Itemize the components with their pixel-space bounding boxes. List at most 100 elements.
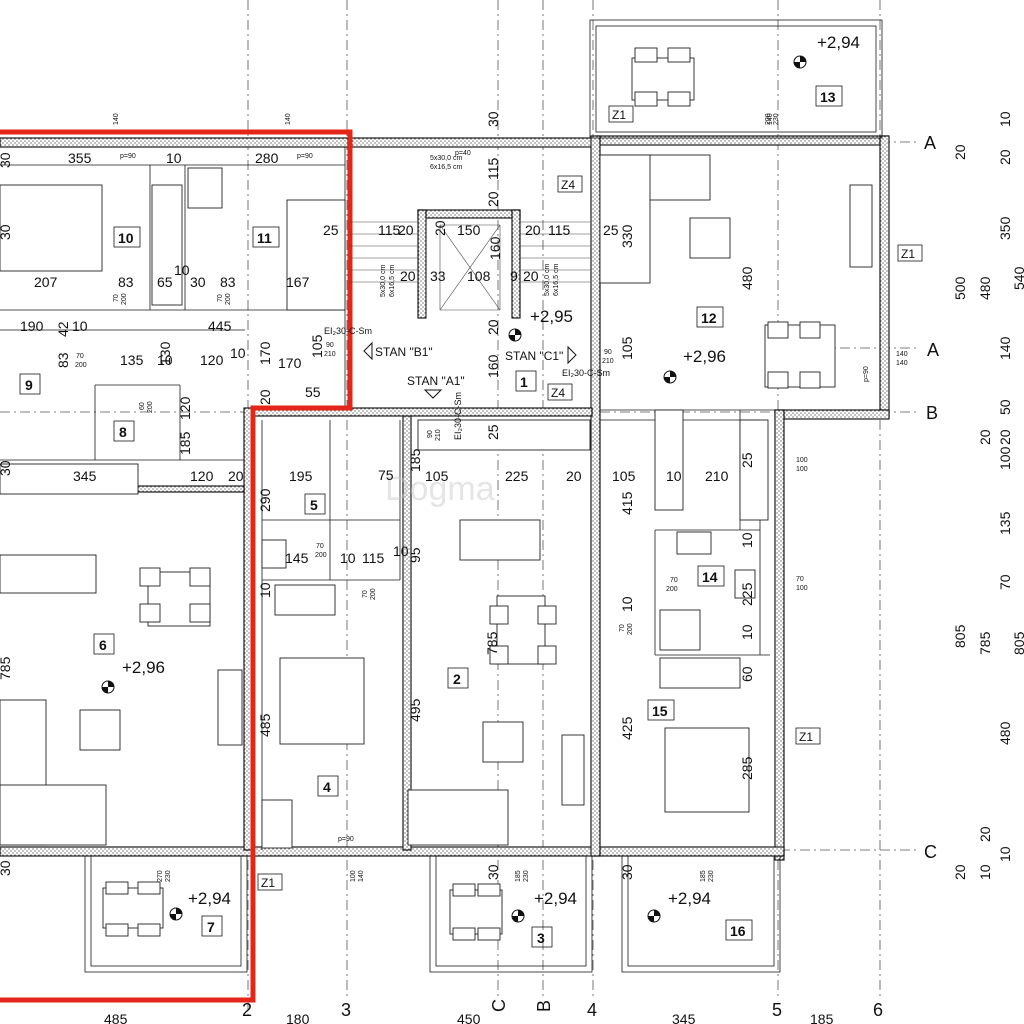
- svg-text:425: 425: [619, 716, 635, 740]
- svg-text:30: 30: [0, 460, 13, 476]
- svg-text:100: 100: [796, 457, 808, 464]
- room-number-11: 11: [257, 230, 272, 246]
- svg-text:5x30,0 cm: 5x30,0 cm: [380, 265, 387, 297]
- svg-text:25: 25: [323, 222, 339, 238]
- svg-text:p=40: p=40: [455, 150, 471, 157]
- axis-labels: A A B C 2 3 C B 4 5 6: [242, 133, 939, 1020]
- svg-text:10: 10: [997, 846, 1013, 862]
- svg-text:5x30,0 cm: 5x30,0 cm: [430, 155, 462, 162]
- svg-text:115: 115: [548, 222, 571, 238]
- svg-text:190: 190: [20, 318, 44, 334]
- level-marker-top: +2,94: [793, 33, 860, 69]
- svg-text:200: 200: [225, 293, 232, 305]
- svg-text:p=90: p=90: [120, 153, 136, 160]
- svg-text:210: 210: [602, 358, 614, 365]
- svg-text:210: 210: [705, 468, 729, 484]
- svg-text:60: 60: [739, 666, 755, 682]
- interior-walls: [0, 147, 780, 850]
- svg-text:210: 210: [324, 351, 336, 358]
- room-labels: 1 2 3 4 5 6 7 8 9 10 11 12 13 14 15 16: [19, 85, 843, 948]
- svg-text:75: 75: [378, 467, 394, 483]
- svg-text:20: 20: [485, 319, 501, 335]
- svg-text:10: 10: [997, 111, 1013, 127]
- svg-text:6x16,5 cm: 6x16,5 cm: [553, 264, 560, 296]
- svg-text:70: 70: [316, 543, 324, 550]
- svg-text:105: 105: [619, 336, 635, 360]
- svg-text:130: 130: [157, 341, 173, 365]
- svg-text:20: 20: [400, 268, 416, 284]
- svg-text:225: 225: [739, 582, 755, 606]
- svg-text:805: 805: [1011, 631, 1024, 655]
- svg-text:20: 20: [952, 144, 968, 160]
- svg-text:p=90: p=90: [863, 366, 870, 382]
- svg-text:345: 345: [672, 1011, 696, 1024]
- svg-text:105: 105: [309, 334, 325, 358]
- svg-text:805: 805: [952, 624, 968, 648]
- svg-text:200: 200: [627, 623, 634, 635]
- svg-text:Z4: Z4: [551, 386, 565, 400]
- axis-label-b: B: [926, 403, 938, 423]
- axis-label-a-top: A: [924, 133, 936, 153]
- axis-label-c: C: [924, 842, 937, 862]
- room-number-12: 12: [701, 310, 717, 326]
- svg-text:290: 290: [257, 488, 273, 512]
- svg-text:120: 120: [177, 396, 193, 420]
- svg-text:70: 70: [619, 624, 626, 632]
- svg-text:140: 140: [358, 870, 365, 882]
- svg-text:10: 10: [166, 150, 182, 166]
- svg-text:30: 30: [0, 152, 13, 168]
- level-marker-stair: +2,95: [508, 307, 573, 342]
- svg-text:42: 42: [55, 321, 71, 337]
- svg-text:90: 90: [427, 430, 434, 438]
- svg-text:33: 33: [430, 268, 446, 284]
- tag-boxes: Z4 Z4 Z1 Z1 Z1 Z1: [257, 105, 923, 891]
- svg-text:20: 20: [977, 826, 993, 842]
- apartment-label-a1: STAN "A1": [407, 374, 465, 388]
- svg-text:70: 70: [362, 590, 369, 598]
- svg-text:20: 20: [997, 149, 1013, 165]
- svg-text:185: 185: [810, 1011, 834, 1024]
- svg-text:185: 185: [177, 431, 193, 455]
- room-number-16: 16: [730, 923, 746, 939]
- svg-text:10: 10: [393, 543, 409, 559]
- svg-text:185: 185: [407, 448, 423, 472]
- svg-text:30: 30: [485, 111, 501, 127]
- svg-text:480: 480: [977, 276, 993, 300]
- svg-text:+2,94: +2,94: [534, 889, 577, 908]
- svg-text:120: 120: [200, 352, 224, 368]
- svg-text:167: 167: [286, 274, 310, 290]
- svg-text:6x16,5 cm: 6x16,5 cm: [389, 265, 396, 297]
- svg-text:50: 50: [997, 399, 1013, 415]
- svg-text:355: 355: [68, 150, 92, 166]
- room-number-9: 9: [25, 377, 33, 393]
- svg-text:200: 200: [147, 401, 154, 413]
- svg-text:20: 20: [566, 468, 582, 484]
- svg-text:70: 70: [670, 577, 678, 584]
- svg-text:350: 350: [997, 216, 1013, 240]
- svg-text:25: 25: [739, 452, 755, 468]
- svg-text:10: 10: [340, 550, 356, 566]
- svg-text:485: 485: [257, 713, 273, 737]
- svg-text:90: 90: [604, 349, 612, 356]
- svg-text:p=90: p=90: [297, 153, 313, 160]
- stair-flights: [350, 218, 590, 318]
- level-markers: +2,94 +2,95 +2,96 +2,96 +2,94 +2,94 +2,9…: [101, 33, 860, 923]
- svg-text:415: 415: [619, 491, 635, 515]
- svg-text:60: 60: [139, 402, 146, 410]
- level-marker-12: +2,96: [663, 347, 726, 384]
- svg-text:+2,94: +2,94: [817, 33, 860, 52]
- svg-text:20: 20: [432, 220, 448, 236]
- svg-text:20: 20: [228, 468, 244, 484]
- small-labels: p=90 p=90 p=40 p=90 p=90 140 140 140 70 …: [75, 113, 908, 882]
- room-number-7: 7: [207, 919, 215, 935]
- svg-text:200: 200: [315, 552, 327, 559]
- svg-text:20: 20: [485, 191, 501, 207]
- axis-label-c-bottom: C: [489, 999, 509, 1012]
- svg-text:p=90: p=90: [338, 836, 354, 843]
- svg-text:108: 108: [467, 268, 491, 284]
- svg-text:115: 115: [362, 550, 385, 566]
- svg-text:345: 345: [73, 468, 97, 484]
- axis-label-5: 5: [772, 1000, 782, 1020]
- svg-text:10: 10: [739, 532, 755, 548]
- room-number-3: 3: [537, 930, 545, 946]
